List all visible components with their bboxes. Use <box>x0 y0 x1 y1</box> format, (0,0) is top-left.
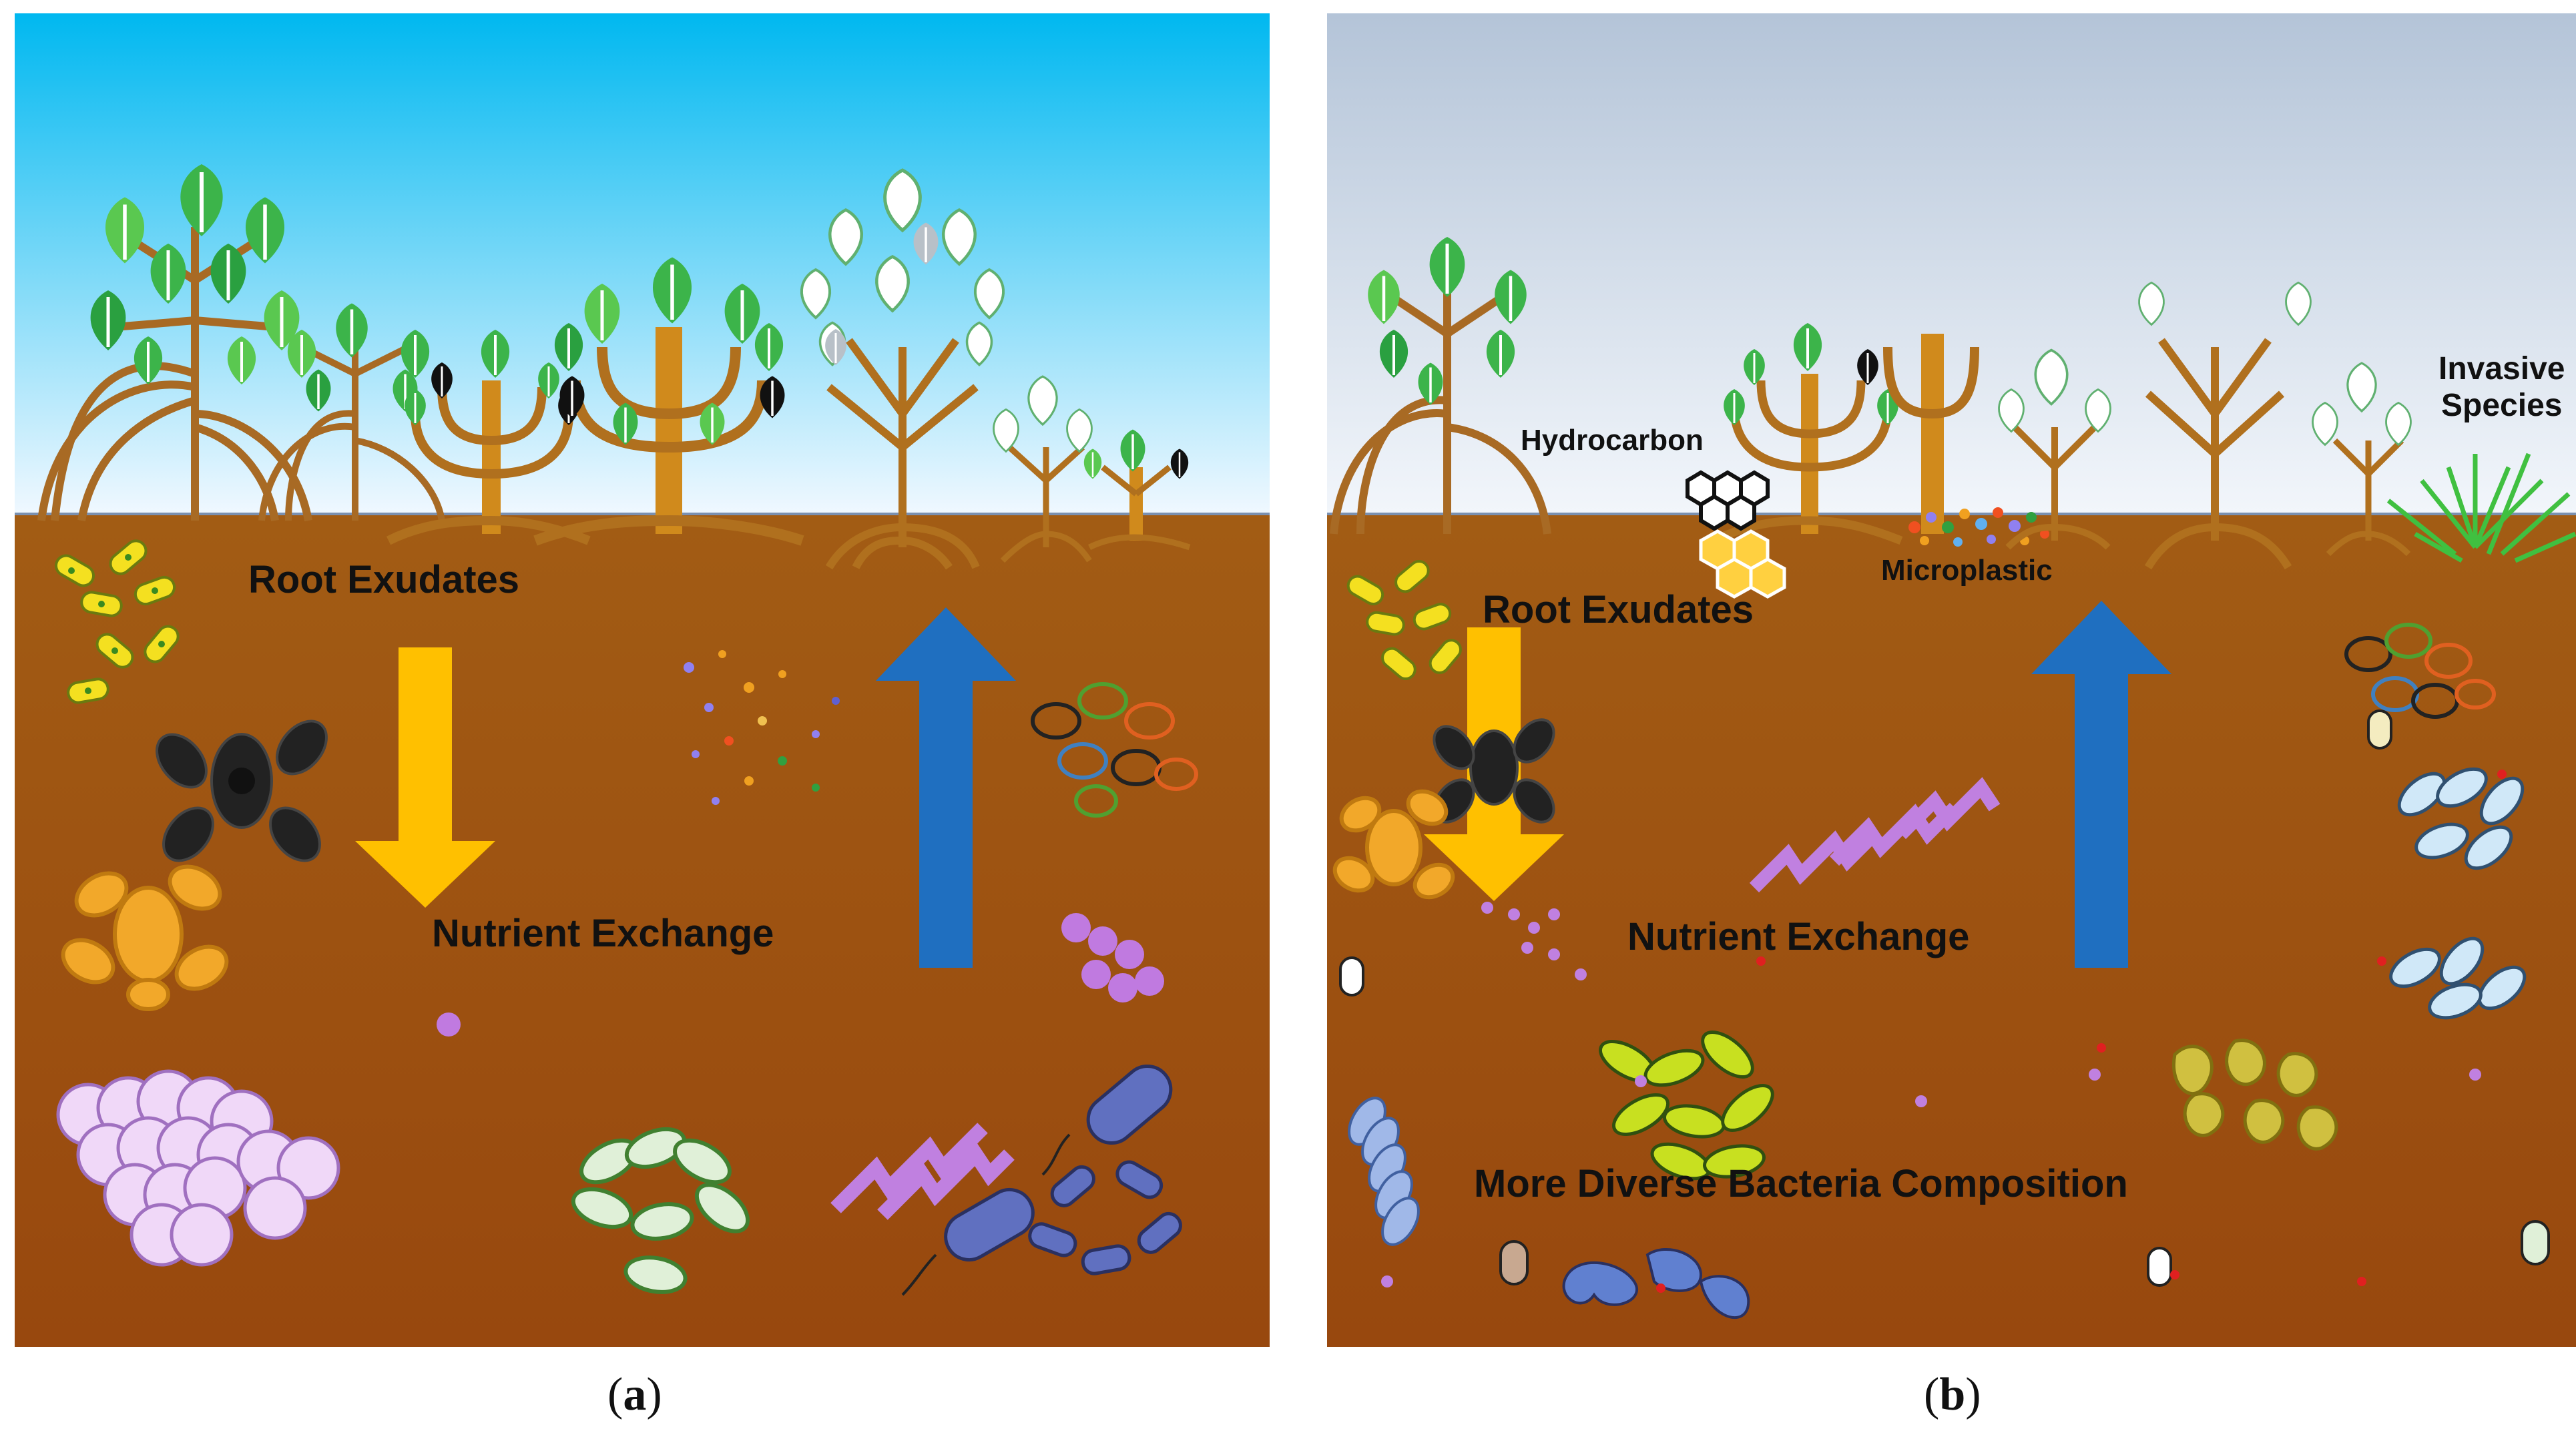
invasive-species-line1: Invasive <box>2438 351 2565 386</box>
blue-bacteria-icon <box>1562 1247 1750 1320</box>
nutrient-exchange-label: Nutrient Exchange <box>432 912 774 955</box>
nutrient-exchange-label: Nutrient Exchange <box>1627 915 1970 958</box>
microplastic-label: Microplastic <box>1881 554 2053 587</box>
dark-flagellate-cluster-icon <box>156 719 328 862</box>
candelabra-tree-icon <box>1883 334 1979 534</box>
candelabra-tree-icon <box>1083 428 1191 551</box>
panel-b: Hydrocarbon Microplastic Invasive Specie… <box>1327 13 2576 1347</box>
invasive-species-line2: Species <box>2441 388 2563 424</box>
purple-spirilla-icon <box>1749 777 2001 893</box>
panel-b-caption-open: ( <box>1924 1369 1940 1420</box>
green-flagellated-bacilli-icon <box>1599 1031 1774 1181</box>
lavender-cocci-icon <box>56 1069 340 1267</box>
invasive-grass-icon <box>2386 453 2576 563</box>
yellow-bacilli-icon <box>1346 560 1462 680</box>
olive-bacteria-icon <box>2172 1039 2338 1151</box>
mangrove-tree-icon <box>37 164 312 522</box>
orange-cells-cluster-icon <box>1332 789 1455 900</box>
nutrient-exchange-arrow-icon <box>876 607 1016 968</box>
panel-a-caption: (a) <box>607 1368 662 1422</box>
scattered-particles-icon <box>1381 770 2507 1293</box>
panel-a-caption-close: ) <box>646 1369 662 1420</box>
mangrove-tree-icon <box>1330 237 1551 535</box>
small-bacilli-icon <box>1339 709 2550 1287</box>
root-exudates-label: Root Exudates <box>248 558 520 601</box>
panel-b-caption-close: ) <box>1965 1369 1981 1420</box>
sky <box>1327 13 2576 514</box>
panel-a-caption-letter: a <box>623 1369 647 1420</box>
colored-flagellates-icon <box>1031 682 1198 818</box>
purple-spheres-icon <box>437 913 1164 1037</box>
nutrient-particles-icon <box>684 650 840 805</box>
light-blue-bacilli-icon <box>2389 767 2527 1020</box>
stressed-tree-icon <box>800 170 1005 570</box>
root-exudates-arrow-icon <box>355 647 495 908</box>
purple-spirilla-icon <box>830 1123 1015 1220</box>
stressed-tree-icon <box>992 375 1093 563</box>
panel-b-illustration <box>1327 13 2576 1347</box>
blue-cocci-chain-icon <box>1348 1097 1420 1246</box>
green-bacilli-icon <box>571 1127 750 1294</box>
yellow-bacilli-icon <box>55 539 180 704</box>
panel-a-illustration <box>15 13 1270 1347</box>
hydrocarbon-label: Hydrocarbon <box>1521 424 1704 457</box>
candelabra-tree-icon <box>1712 322 1903 545</box>
candelabra-tree-icon <box>533 258 804 546</box>
candelabra-tree-icon <box>386 328 591 545</box>
nutrient-exchange-arrow-icon <box>2031 601 2171 968</box>
stressed-tree-icon <box>2311 362 2412 557</box>
panel-b-caption: (b) <box>1924 1368 1981 1422</box>
blue-flagellated-bacteria-icon <box>901 1065 1182 1296</box>
microplastic-particles-icon <box>1908 507 2049 547</box>
root-exudates-label: Root Exudates <box>1483 588 1754 631</box>
panel-b-caption-letter: b <box>1939 1369 1966 1420</box>
hydrocarbon-molecule-icon <box>1686 470 1786 599</box>
invasive-species-label: Invasive Species <box>2438 350 2565 424</box>
orange-cells-cluster-icon <box>61 864 229 1011</box>
mangrove-tree-icon <box>258 304 445 521</box>
stressed-tree-icon <box>1997 350 2112 550</box>
diverse-bacteria-label: More Diverse Bacteria Composition <box>1474 1162 2128 1205</box>
panel-a: Root Exudates Nutrient Exchange <box>15 13 1270 1347</box>
panel-a-caption-open: ( <box>607 1369 623 1420</box>
colored-flagellates-icon <box>2344 623 2496 719</box>
dark-flagellate-cluster-icon <box>1433 718 1555 824</box>
stressed-tree-icon <box>2137 281 2312 570</box>
